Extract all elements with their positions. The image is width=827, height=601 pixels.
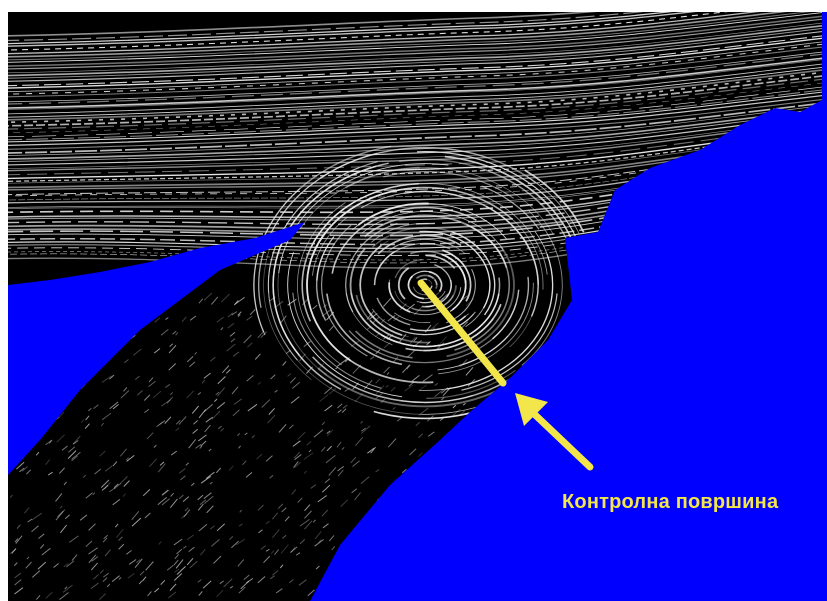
frame-border-top — [0, 0, 827, 12]
frame-border-left — [0, 0, 8, 601]
control-surface-label: Контролна површина — [562, 491, 778, 514]
